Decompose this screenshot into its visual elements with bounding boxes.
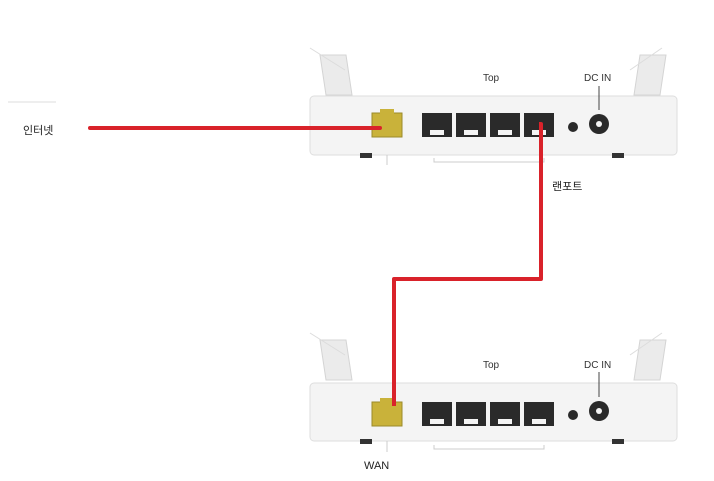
blank-area: [0, 0, 224, 100]
lan-to-wan-cable: [392, 122, 543, 406]
lan-port-label: 랜포트: [552, 181, 583, 193]
router2-top-label: Top: [483, 360, 500, 371]
antenna-left: [319, 339, 353, 381]
reset-button: [568, 122, 578, 132]
internet-label: 인터넷: [23, 125, 54, 137]
wan-label: WAN: [364, 460, 390, 472]
router1-top-label: Top: [483, 73, 500, 84]
wan-port: [371, 112, 403, 138]
router2-dc-label: DC IN: [584, 360, 612, 371]
wan-port: [371, 401, 403, 427]
reset-button: [568, 410, 578, 420]
antenna-left: [319, 54, 353, 96]
antenna-right: [633, 339, 667, 381]
router-bottom: [309, 332, 678, 452]
router1-dc-label: DC IN: [584, 73, 612, 84]
antenna-right: [633, 54, 667, 96]
router-top: [309, 47, 678, 165]
